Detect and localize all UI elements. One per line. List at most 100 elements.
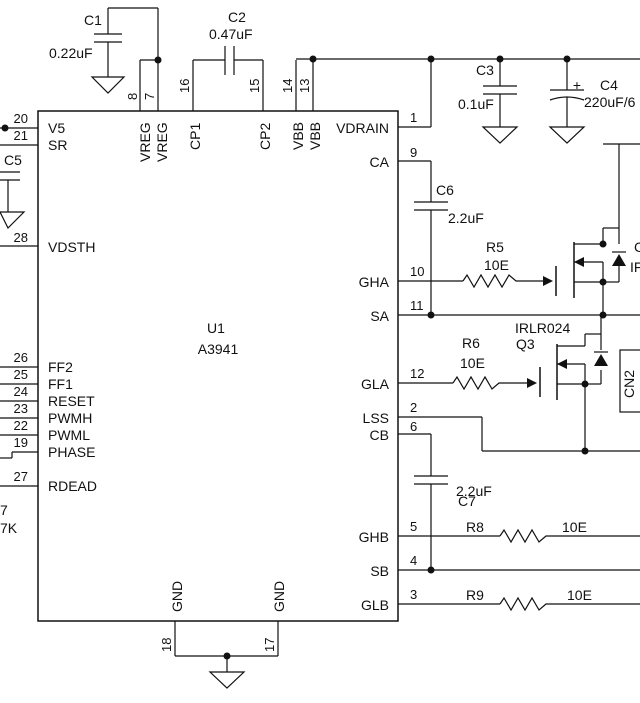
bottom-pins: GND GND 18 17 bbox=[159, 581, 287, 689]
svg-text:3: 3 bbox=[410, 587, 417, 602]
svg-text:7: 7 bbox=[142, 93, 157, 100]
ic-part-number: A3941 bbox=[198, 341, 239, 357]
svg-text:20: 20 bbox=[14, 111, 28, 126]
svg-text:R9: R9 bbox=[466, 587, 484, 603]
resistor-r5: R5 10E bbox=[462, 239, 553, 289]
svg-text:C4: C4 bbox=[600, 77, 618, 93]
svg-text:10E: 10E bbox=[460, 355, 485, 371]
resistor-r8: R8 10E bbox=[466, 519, 640, 544]
svg-text:CB: CB bbox=[370, 427, 389, 443]
svg-text:GND: GND bbox=[271, 581, 287, 612]
svg-text:SA: SA bbox=[370, 308, 389, 324]
svg-text:GLA: GLA bbox=[361, 376, 390, 392]
svg-text:8: 8 bbox=[125, 93, 140, 100]
svg-text:24: 24 bbox=[14, 384, 28, 399]
svg-text:12: 12 bbox=[410, 366, 424, 381]
svg-text:0.1uF: 0.1uF bbox=[458, 96, 494, 112]
svg-text:+: + bbox=[573, 77, 581, 93]
svg-text:R6: R6 bbox=[462, 335, 480, 351]
mosfet-q3: IRLR024 Q3 bbox=[515, 315, 608, 451]
svg-text:IRLR024: IRLR024 bbox=[515, 320, 570, 336]
svg-text:7K: 7K bbox=[0, 520, 18, 536]
svg-text:5: 5 bbox=[410, 519, 417, 534]
svg-text:C: C bbox=[634, 239, 640, 255]
svg-text:V5: V5 bbox=[48, 120, 65, 136]
svg-text:C5: C5 bbox=[4, 152, 22, 168]
supply-rail bbox=[296, 55, 640, 127]
svg-text:C7: C7 bbox=[458, 493, 476, 509]
svg-text:2.2uF: 2.2uF bbox=[448, 210, 484, 226]
svg-text:CP1: CP1 bbox=[187, 123, 203, 150]
svg-text:23: 23 bbox=[14, 401, 28, 416]
resistor-r6: R6 10E bbox=[452, 335, 537, 391]
capacitor-c5: C5 bbox=[0, 152, 26, 230]
svg-text:11: 11 bbox=[410, 298, 424, 313]
svg-text:10E: 10E bbox=[567, 587, 592, 603]
capacitor-c1: C1 0.22uF bbox=[49, 7, 162, 94]
svg-text:FF1: FF1 bbox=[48, 376, 73, 392]
svg-text:GND: GND bbox=[169, 581, 185, 612]
svg-text:14: 14 bbox=[280, 79, 295, 93]
svg-text:7: 7 bbox=[0, 502, 8, 518]
svg-text:22: 22 bbox=[14, 418, 28, 433]
svg-text:10E: 10E bbox=[562, 519, 587, 535]
svg-text:220uF/6: 220uF/6 bbox=[584, 94, 636, 110]
resistor-partial-left: 7 7K bbox=[0, 502, 18, 536]
svg-text:R8: R8 bbox=[466, 519, 484, 535]
svg-text:Q3: Q3 bbox=[516, 336, 535, 352]
svg-text:0.47uF: 0.47uF bbox=[209, 26, 253, 42]
svg-text:CN2: CN2 bbox=[621, 370, 637, 398]
svg-text:16: 16 bbox=[177, 79, 192, 93]
svg-text:PWMH: PWMH bbox=[48, 410, 92, 426]
svg-text:18: 18 bbox=[159, 638, 174, 652]
svg-text:FF2: FF2 bbox=[48, 359, 73, 375]
ic-designator: U1 bbox=[207, 320, 225, 336]
svg-text:21: 21 bbox=[14, 128, 28, 143]
svg-text:10: 10 bbox=[410, 264, 424, 279]
svg-text:GHB: GHB bbox=[359, 529, 389, 545]
ic-body-u1 bbox=[37, 110, 399, 622]
svg-text:C1: C1 bbox=[84, 12, 102, 28]
svg-text:GHA: GHA bbox=[359, 274, 390, 290]
left-pins: 20 V5 21 SR 28 VDSTH 26 FF2 25 FF1 24 RE… bbox=[0, 111, 97, 494]
resistor-r9: R9 10E bbox=[466, 587, 640, 612]
svg-text:VDRAIN: VDRAIN bbox=[336, 120, 389, 136]
svg-text:2: 2 bbox=[410, 400, 417, 415]
svg-text:6: 6 bbox=[410, 419, 417, 434]
capacitor-c6: C6 2.2uF bbox=[414, 182, 484, 315]
svg-text:R5: R5 bbox=[486, 239, 504, 255]
svg-text:SB: SB bbox=[370, 563, 389, 579]
capacitor-c7-value: 2.2uF bbox=[456, 483, 492, 499]
svg-text:1: 1 bbox=[410, 110, 417, 125]
svg-text:IF: IF bbox=[630, 259, 640, 275]
svg-text:CA: CA bbox=[370, 154, 390, 170]
capacitor-c7: C7 bbox=[414, 475, 476, 570]
svg-text:LSS: LSS bbox=[363, 410, 389, 426]
svg-text:4: 4 bbox=[410, 553, 417, 568]
svg-text:13: 13 bbox=[297, 79, 312, 93]
svg-text:RESET: RESET bbox=[48, 393, 95, 409]
svg-text:PWML: PWML bbox=[48, 427, 90, 443]
svg-text:SR: SR bbox=[48, 137, 67, 153]
svg-text:9: 9 bbox=[410, 145, 417, 160]
svg-text:CP2: CP2 bbox=[257, 123, 273, 150]
svg-text:25: 25 bbox=[14, 367, 28, 382]
svg-text:26: 26 bbox=[14, 350, 28, 365]
svg-text:VREG: VREG bbox=[137, 122, 153, 162]
svg-text:17: 17 bbox=[262, 638, 277, 652]
svg-text:VDSTH: VDSTH bbox=[48, 239, 95, 255]
mosfet-high-side-a: C IF bbox=[555, 143, 640, 319]
svg-text:VBB: VBB bbox=[307, 122, 323, 150]
svg-text:VBB: VBB bbox=[290, 122, 306, 150]
capacitor-c2: C2 0.47uF bbox=[193, 9, 263, 75]
top-pins: 8 7 16 15 14 13 VREG VREG CP1 CP2 VBB VB… bbox=[125, 60, 323, 162]
svg-text:C2: C2 bbox=[228, 9, 246, 25]
capacitor-c4: + C4 220uF/6 bbox=[548, 59, 636, 144]
svg-text:C6: C6 bbox=[436, 182, 454, 198]
svg-text:15: 15 bbox=[247, 79, 262, 93]
svg-text:GLB: GLB bbox=[361, 597, 389, 613]
svg-text:RDEAD: RDEAD bbox=[48, 478, 97, 494]
svg-text:10E: 10E bbox=[484, 257, 509, 273]
svg-text:VREG: VREG bbox=[154, 122, 170, 162]
